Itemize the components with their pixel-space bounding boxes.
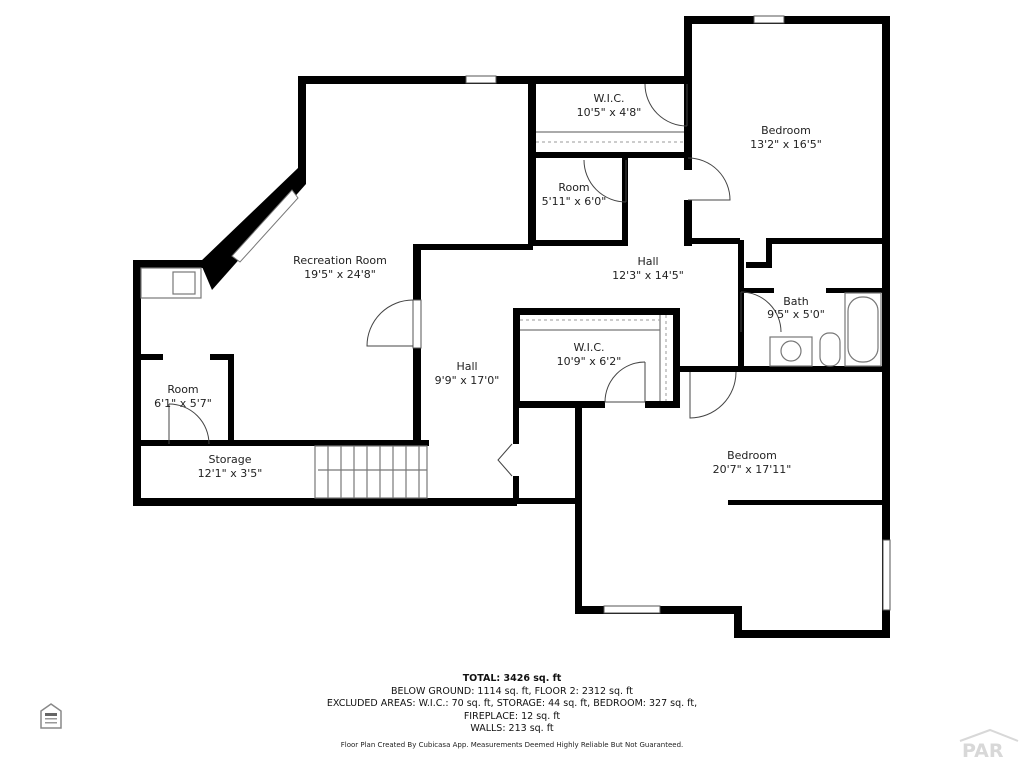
fireplace [231,189,299,263]
room-name-storage: Storage [208,453,251,466]
walls [133,16,890,638]
doors [168,83,782,477]
window [412,299,422,349]
room-dims-wic-mid: 10'9" x 6'2" [557,355,622,368]
stairs [314,445,428,499]
total-area: TOTAL: 3426 sq. ft [462,673,562,684]
disclaimer: Floor Plan Created By Cubicasa App. Meas… [340,741,684,749]
room-dims-bath: 9'5" x 5'0" [767,308,825,321]
tub-outline [844,292,882,367]
fixtures [140,15,891,614]
floor-breakdown: BELOW GROUND: 1114 sq. ft, FLOOR 2: 2312… [391,685,633,697]
room-name-recreation-room: Recreation Room [293,254,387,267]
walls-area: WALLS: 213 sq. ft [470,723,554,734]
room-name-hall-center: Hall [637,255,658,268]
room-name-bedroom-bottom: Bedroom [727,449,777,462]
vanity-icon [769,336,813,367]
room-name-wic-mid: W.I.C. [573,341,604,354]
room-name-bedroom-top: Bedroom [761,124,811,137]
excluded-areas: EXCLUDED AREAS: W.I.C.: 70 sq. ft, STORA… [326,698,698,709]
room-dims-hall-center: 12'3" x 14'5" [612,269,684,282]
counter [140,267,202,299]
equal-housing-icon [40,703,62,729]
room-name-hall-left: Hall [456,360,477,373]
room-name-bath: Bath [783,295,809,308]
sink-icon [172,271,196,295]
room-dims-wic-top: 10'5" x 4'8" [577,106,642,119]
room-dims-bedroom-top: 13'2" x 16'5" [750,138,822,151]
window [603,605,661,614]
toilet-icon [819,332,841,367]
excluded-areas-cont: FIREPLACE: 12 sq. ft [463,710,561,722]
area-summary: TOTAL: 3426 sq. ft BELOW GROUND: 1114 sq… [262,673,762,736]
bathtub-icon [847,296,879,363]
room-labels: Recreation Room 19'5" x 24'8" Room 6'1" … [154,92,825,480]
roof-icon [959,728,1019,742]
room-name-room-left: Room [167,383,198,396]
par-logo: PAR [958,728,1020,762]
window [882,539,891,611]
window [465,75,497,84]
room-dims-room-small: 5'11" x 6'0" [542,195,607,208]
window [753,15,785,24]
room-dims-bedroom-bottom: 20'7" x 17'11" [713,463,792,476]
room-name-room-small: Room [558,181,589,194]
par-logo-text: PAR [962,740,1004,762]
room-name-wic-top: W.I.C. [593,92,624,105]
room-dims-storage: 12'1" x 3'5" [198,467,263,480]
room-dims-hall-left: 9'9" x 17'0" [435,374,500,387]
room-dims-room-left: 6'1" x 5'7" [154,397,212,410]
sink-icon [780,340,802,362]
room-dims-recreation-room: 19'5" x 24'8" [304,268,376,281]
